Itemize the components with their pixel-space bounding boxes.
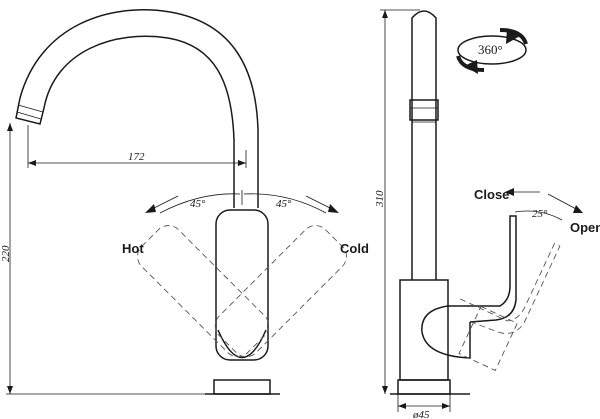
hot-arrow-icon bbox=[145, 204, 156, 213]
close-arrow-icon bbox=[505, 188, 514, 196]
spout-outer bbox=[19, 9, 259, 208]
handle-cartridge bbox=[217, 329, 267, 359]
lever-angle-text: 25° bbox=[532, 208, 548, 220]
side-base bbox=[397, 379, 451, 395]
front-view: 172 220 45° 45° Hot Cold bbox=[0, 9, 369, 395]
dim-base-text: ø45 bbox=[412, 409, 430, 419]
angle-left-text: 45° bbox=[190, 198, 206, 210]
faucet-body bbox=[215, 209, 269, 361]
label-open: Open bbox=[570, 220, 600, 235]
side-view: 310 ø45 360° 25° Close Open bbox=[374, 9, 600, 419]
side-lever bbox=[448, 215, 517, 323]
spout-inner bbox=[43, 35, 235, 208]
angle-left-arc bbox=[159, 193, 241, 214]
dim-172-text: 172 bbox=[128, 151, 145, 163]
open-arrow-shaft bbox=[547, 193, 579, 211]
side-body bbox=[399, 279, 449, 381]
angle-right-arc bbox=[243, 193, 327, 214]
handle-cold-ghost bbox=[214, 225, 347, 358]
handle-hot-ghost bbox=[137, 225, 270, 358]
label-close: Close bbox=[474, 187, 509, 202]
dim-220-text: 220 bbox=[0, 245, 12, 262]
side-aerator bbox=[409, 99, 439, 121]
label-cold: Cold bbox=[340, 241, 369, 256]
nozzle-ring-2 bbox=[17, 104, 44, 113]
nozzle-ring bbox=[16, 111, 42, 120]
cold-arrow-icon bbox=[328, 204, 339, 213]
rotate-360-icon: 360° bbox=[456, 28, 528, 74]
nozzle bbox=[15, 97, 45, 125]
side-lever-open-ghost bbox=[458, 242, 561, 372]
angle-right-text: 45° bbox=[276, 198, 292, 210]
side-cartridge bbox=[421, 305, 471, 359]
faucet-base bbox=[213, 379, 271, 395]
side-spout bbox=[411, 10, 437, 280]
open-arrow-icon bbox=[573, 205, 583, 213]
lever-angle-arc bbox=[514, 210, 563, 221]
label-hot: Hot bbox=[122, 241, 144, 256]
rotate-360-text: 360° bbox=[478, 42, 503, 57]
dim-310-text: 310 bbox=[374, 190, 386, 208]
